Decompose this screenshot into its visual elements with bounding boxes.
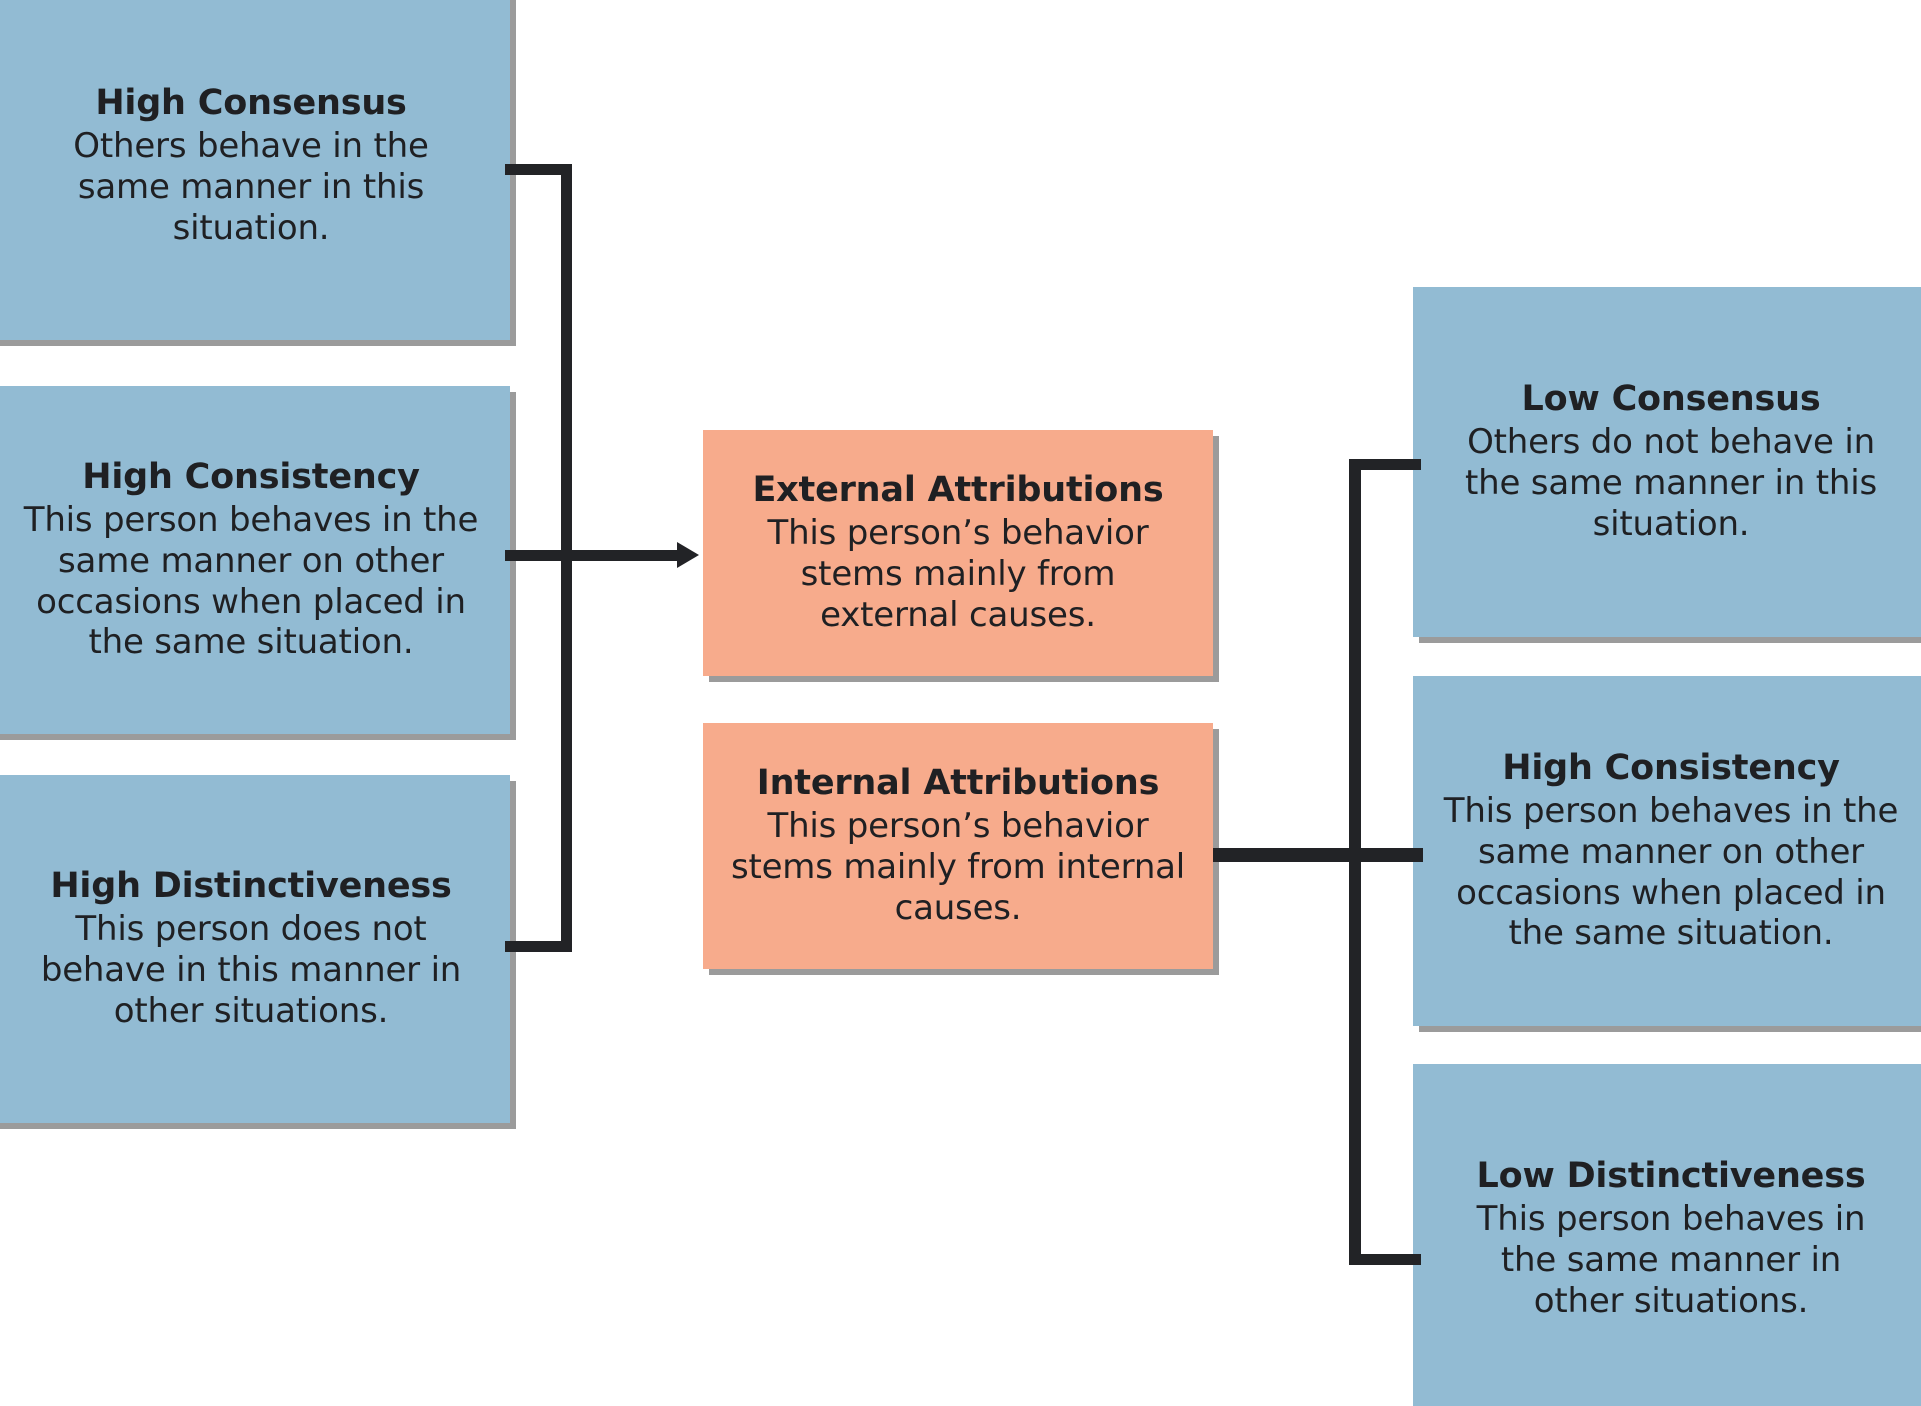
node-body: This person behaves in the same manner i… [1476,1199,1866,1322]
connector-right-trunk [1349,459,1361,1265]
node-low-distinctiveness[interactable]: Low Distinctiveness This person behaves … [1413,1064,1921,1406]
node-external-attributions[interactable]: External Attributions This person’s beha… [703,430,1213,676]
connector-left-branch-consistency [505,550,572,561]
node-high-consistency-right[interactable]: High Consistency This person behaves in … [1413,676,1921,1026]
node-title: High Consistency [82,456,420,497]
node-title: High Consensus [95,83,407,124]
connector-left-branch-distinctiveness [505,941,572,952]
node-title: High Consistency [1502,747,1840,788]
node-high-consensus[interactable]: High Consensus Others behave in the same… [0,0,510,340]
node-title: Low Distinctiveness [1476,1156,1866,1197]
node-body: This person’s behavior stems mainly from… [767,513,1149,636]
node-high-consistency-left[interactable]: High Consistency This person behaves in … [0,386,510,734]
arrowhead-external-attributions [677,542,699,568]
node-internal-attributions[interactable]: Internal Attributions This person’s beha… [703,723,1213,969]
node-body: This person does not behave in this mann… [40,909,462,1032]
node-title: External Attributions [752,470,1164,511]
node-title: Low Consensus [1521,379,1821,420]
connector-left-branch-consensus [505,164,572,175]
connector-internal-to-right [1213,848,1423,862]
node-title: Internal Attributions [756,763,1160,804]
node-high-distinctiveness[interactable]: High Distinctiveness This person does no… [0,775,510,1123]
node-low-consensus[interactable]: Low Consensus Others do not behave in th… [1413,287,1921,637]
node-body: This person behaves in the same manner o… [1443,791,1899,954]
connector-right-branch-low-distinctiveness [1349,1254,1421,1265]
connector-left-to-external [561,550,681,561]
node-body: This person behaves in the same manner o… [23,500,479,663]
node-title: High Distinctiveness [50,866,452,907]
node-body: This person’s behavior stems mainly from… [730,806,1186,929]
node-body: Others do not behave in the same manner … [1465,422,1877,545]
connector-right-branch-low-consensus [1349,459,1421,470]
node-body: Others behave in the same manner in this… [73,126,429,249]
